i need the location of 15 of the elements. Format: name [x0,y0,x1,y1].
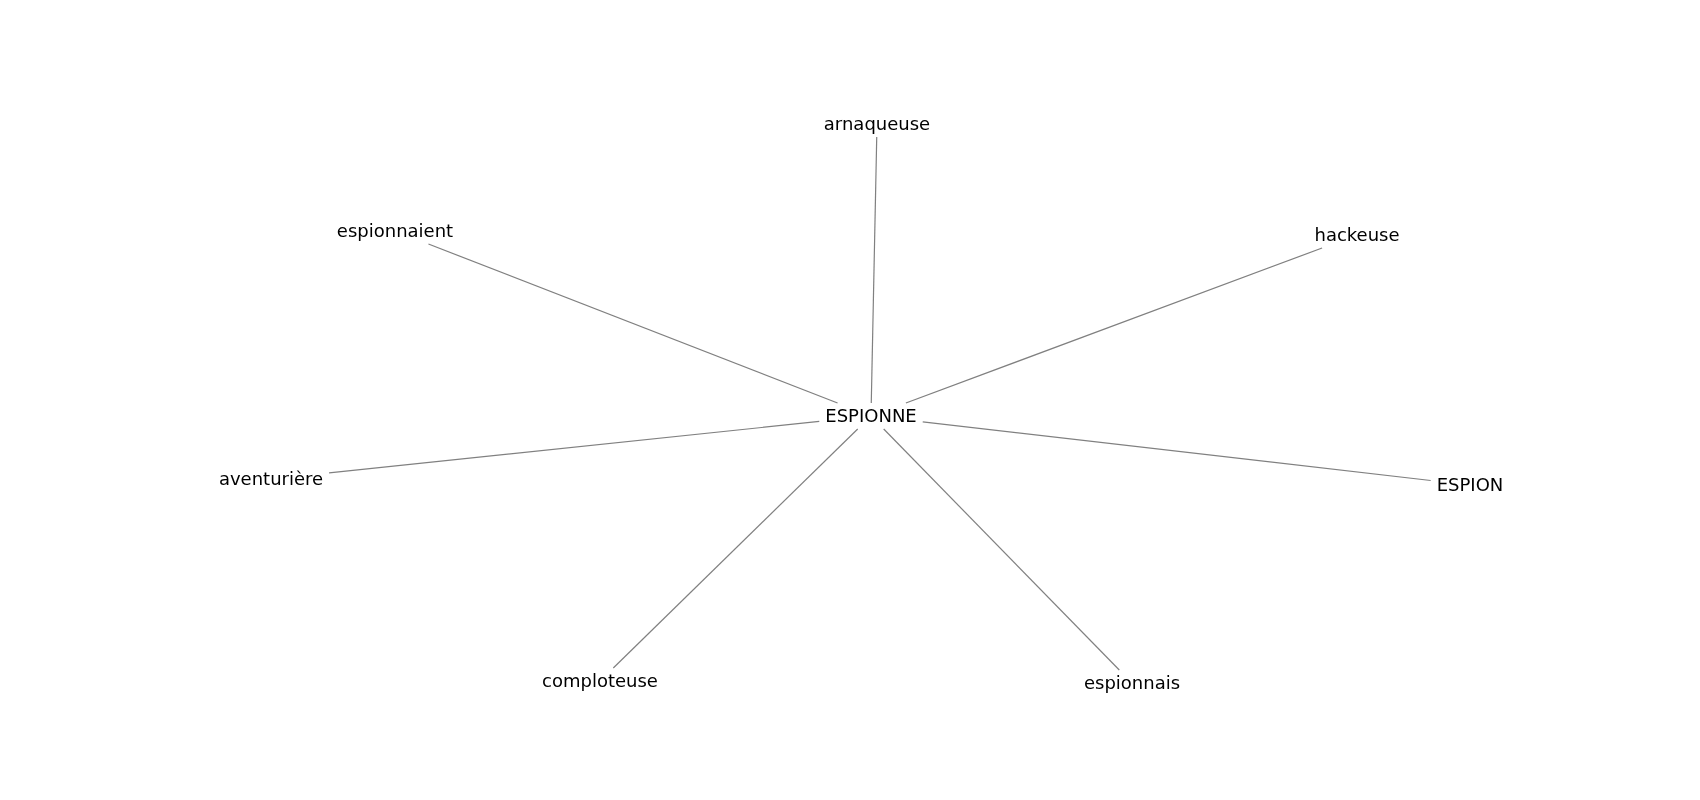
word-label: espionnais [1079,672,1185,694]
connector-line [883,428,1120,671]
connector-line [922,421,1432,482]
connector-line [612,428,859,669]
connector-line [905,247,1323,404]
word-label: arnaqueuse [819,113,935,135]
connector-line [328,420,820,474]
word-label: hackeuse [1310,224,1404,246]
word-label: espionnaient [332,220,458,242]
word-label: aventurière [214,468,328,490]
connector-line [870,136,878,404]
word-label: ESPION [1432,474,1508,496]
word-label: ESPIONNE [821,405,921,427]
word-label: comploteuse [538,670,662,692]
connector-line [427,243,839,404]
